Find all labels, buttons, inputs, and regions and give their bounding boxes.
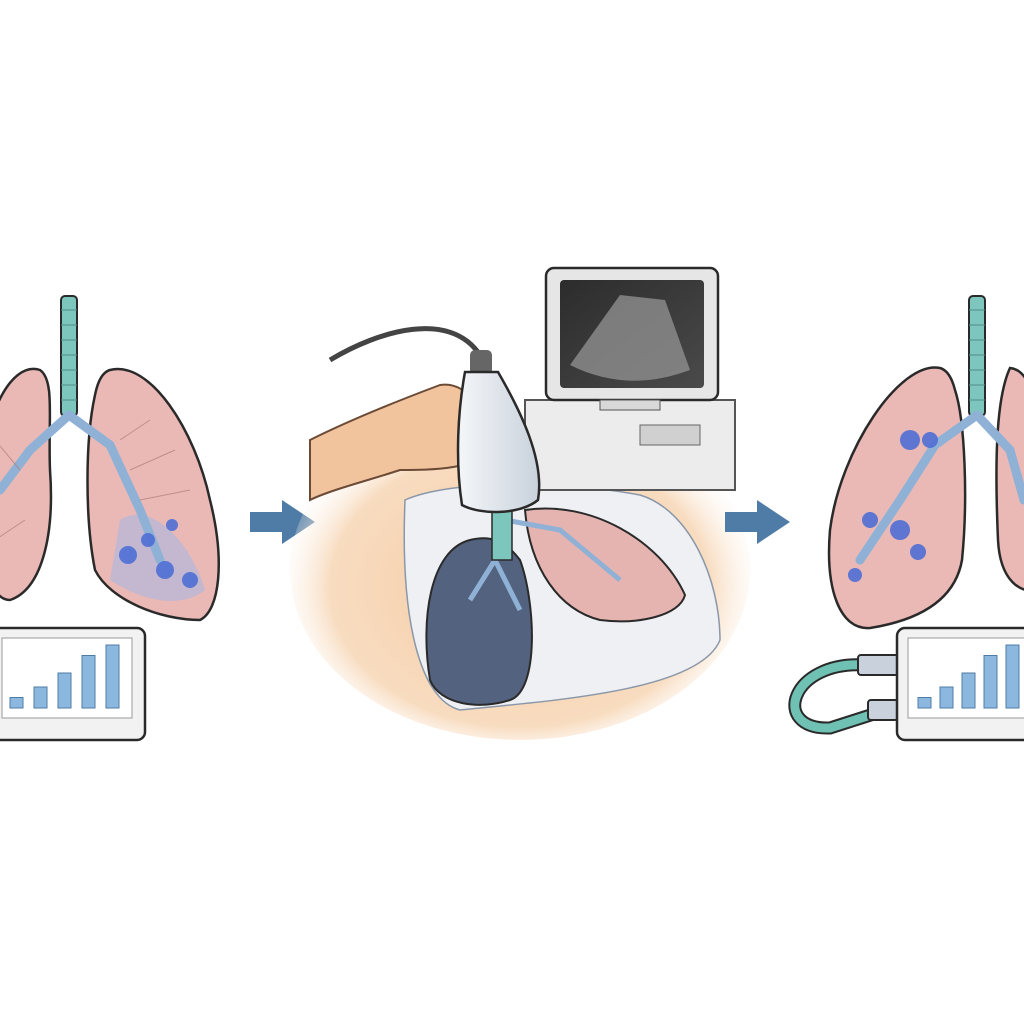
chart-bar xyxy=(1005,644,1020,709)
chart-bar xyxy=(9,697,24,709)
arrow-right-icon xyxy=(725,500,790,544)
chart-bar xyxy=(57,672,72,709)
ultrasound-probe-icon xyxy=(309,326,541,514)
chart-bar xyxy=(917,697,932,709)
chart-bar xyxy=(939,686,954,709)
chart-bars xyxy=(917,644,1020,709)
chart-bars xyxy=(9,644,120,709)
chart-bar xyxy=(33,686,48,709)
chart-bar xyxy=(81,655,96,709)
lungs-icon xyxy=(0,295,220,622)
bar-chart-monitor-icon xyxy=(0,626,147,742)
ultrasound-monitor-icon xyxy=(524,266,736,491)
chart-bar xyxy=(961,672,976,709)
lungs-icon xyxy=(827,295,1024,630)
chart-bar xyxy=(983,655,998,709)
bar-chart-monitor-icon xyxy=(788,626,1024,742)
arrow-right-icon xyxy=(250,500,315,544)
chart-bar xyxy=(105,644,120,709)
